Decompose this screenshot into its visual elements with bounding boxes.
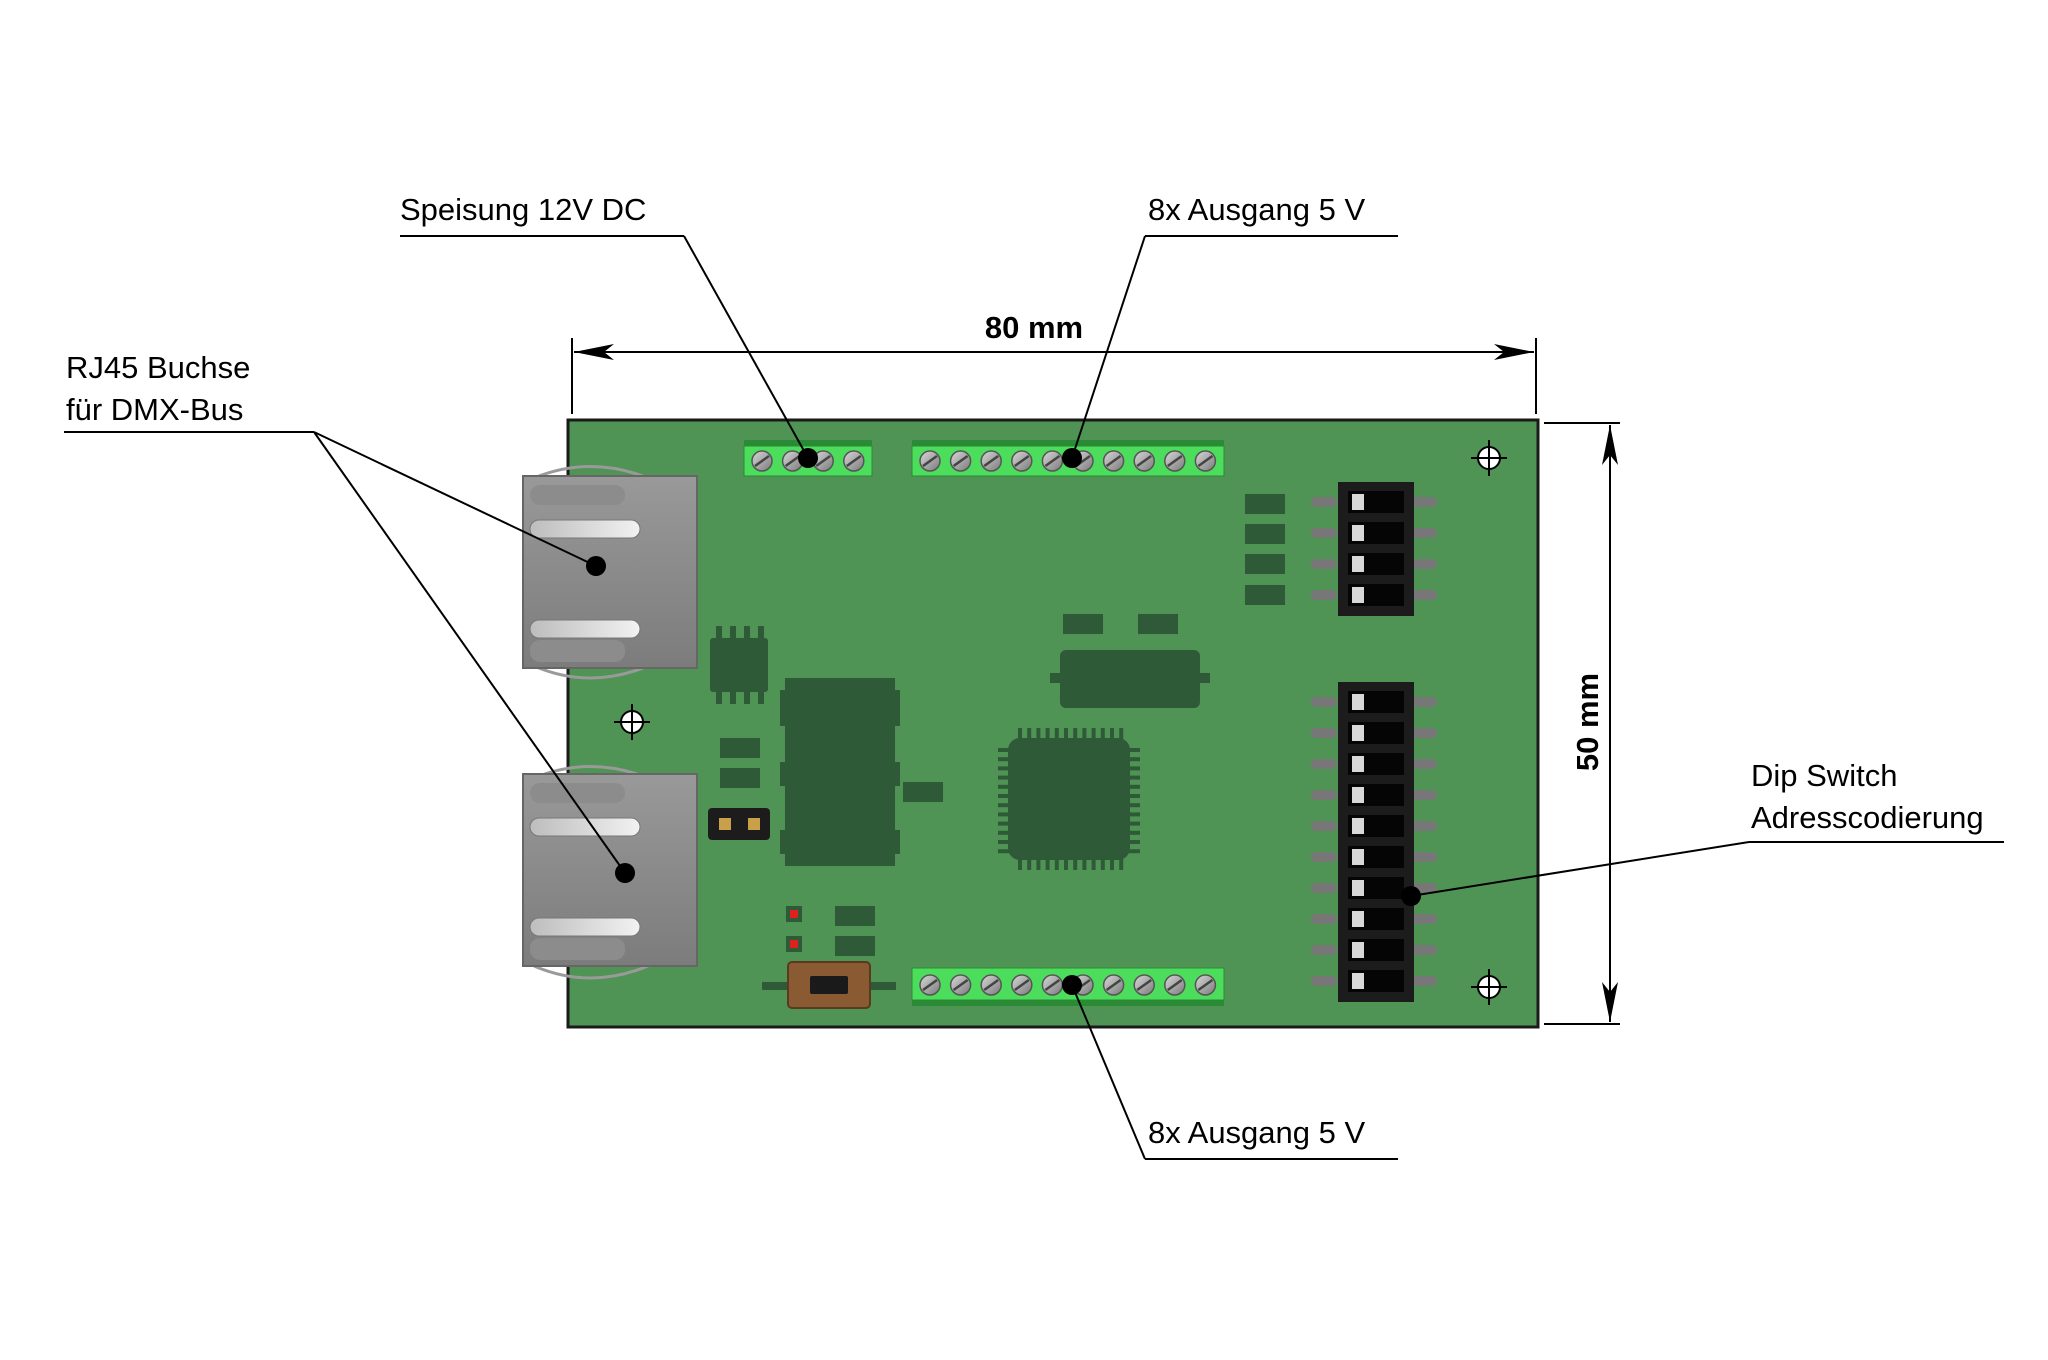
push-button	[762, 961, 896, 1009]
dip-switch-position	[1310, 784, 1438, 806]
crystal	[1060, 650, 1200, 708]
jumper-header	[708, 808, 770, 840]
terminal-screw	[1102, 974, 1125, 996]
module-large	[785, 678, 895, 866]
terminal-screw	[949, 450, 972, 472]
terminal-screw	[1164, 974, 1186, 996]
terminal-screw	[980, 450, 1002, 472]
dip-switch-position	[1310, 691, 1438, 713]
terminal-screw	[1102, 450, 1125, 472]
callout-outputs-bottom: 8x Ausgang 5 V	[1062, 975, 1398, 1160]
terminal-screw	[1011, 974, 1033, 996]
callout-power: Speisung 12V DC	[400, 192, 818, 468]
dip-switch-position	[1310, 939, 1438, 961]
terminal-screw	[1133, 450, 1155, 472]
width-label: 80 mm	[985, 310, 1083, 345]
callout-dip-line2: Adresscodierung	[1751, 800, 1984, 835]
mounting-hole	[614, 704, 650, 740]
dip-switch-position	[1310, 491, 1438, 513]
terminal-screw	[1133, 974, 1155, 996]
dip-switch-position	[1310, 584, 1438, 606]
terminal-screw	[980, 974, 1002, 996]
terminal-screw	[751, 450, 773, 472]
terminal-screw	[949, 974, 972, 996]
mounting-holes	[614, 440, 1507, 1005]
dip-switch-position	[1310, 522, 1438, 544]
callout-rj45-line2: für DMX-Bus	[66, 392, 243, 427]
dip-switch-position	[1310, 846, 1438, 868]
smd-components	[710, 494, 1285, 956]
rj45-jack-top	[522, 465, 698, 680]
callout-dip-switch: Dip Switch Adresscodierung	[1401, 758, 2004, 906]
terminal-block-outputs-top	[911, 440, 1225, 477]
callout-outputs-top-label: 8x Ausgang 5 V	[1148, 192, 1365, 227]
height-label: 50 mm	[1570, 673, 1605, 771]
terminal-screw	[919, 450, 941, 472]
terminal-block-outputs-bottom	[911, 967, 1225, 1006]
ic-small	[710, 626, 768, 704]
callout-dip-line1: Dip Switch	[1751, 758, 1897, 793]
terminal-screw	[1041, 450, 1064, 472]
terminal-screw	[919, 974, 941, 996]
rj45-jack-bottom	[522, 765, 698, 980]
terminal-screw	[1011, 450, 1033, 472]
dip-switch-position	[1310, 970, 1438, 992]
terminal-screw	[1194, 450, 1217, 472]
dip-switch-position	[1310, 753, 1438, 775]
callout-outputs-top: 8x Ausgang 5 V	[1062, 192, 1398, 468]
callout-power-label: Speisung 12V DC	[400, 192, 646, 227]
dip-switch-large	[1310, 682, 1438, 1002]
terminal-screw	[843, 450, 865, 472]
dip-switch-position	[1310, 553, 1438, 575]
dip-switch-position	[1310, 815, 1438, 837]
dip-switch-small	[1310, 482, 1438, 616]
microcontroller	[998, 728, 1140, 870]
terminal-screw	[1041, 974, 1064, 996]
callout-rj45: RJ45 Buchse für DMX-Bus	[64, 350, 635, 883]
terminal-screw	[1194, 974, 1217, 996]
terminal-screw	[1164, 450, 1186, 472]
mounting-hole	[1471, 440, 1507, 476]
terminal-screw	[781, 450, 804, 472]
callout-outputs-bottom-label: 8x Ausgang 5 V	[1148, 1115, 1365, 1150]
height-dimension: 50 mm	[1544, 422, 1620, 1025]
callout-rj45-line1: RJ45 Buchse	[66, 350, 250, 385]
width-dimension: 80 mm	[571, 310, 1537, 414]
status-leds	[786, 906, 802, 952]
dip-switch-position	[1310, 908, 1438, 930]
dip-switch-position	[1310, 877, 1438, 899]
dip-switch-position	[1310, 722, 1438, 744]
mounting-hole	[1471, 969, 1507, 1005]
